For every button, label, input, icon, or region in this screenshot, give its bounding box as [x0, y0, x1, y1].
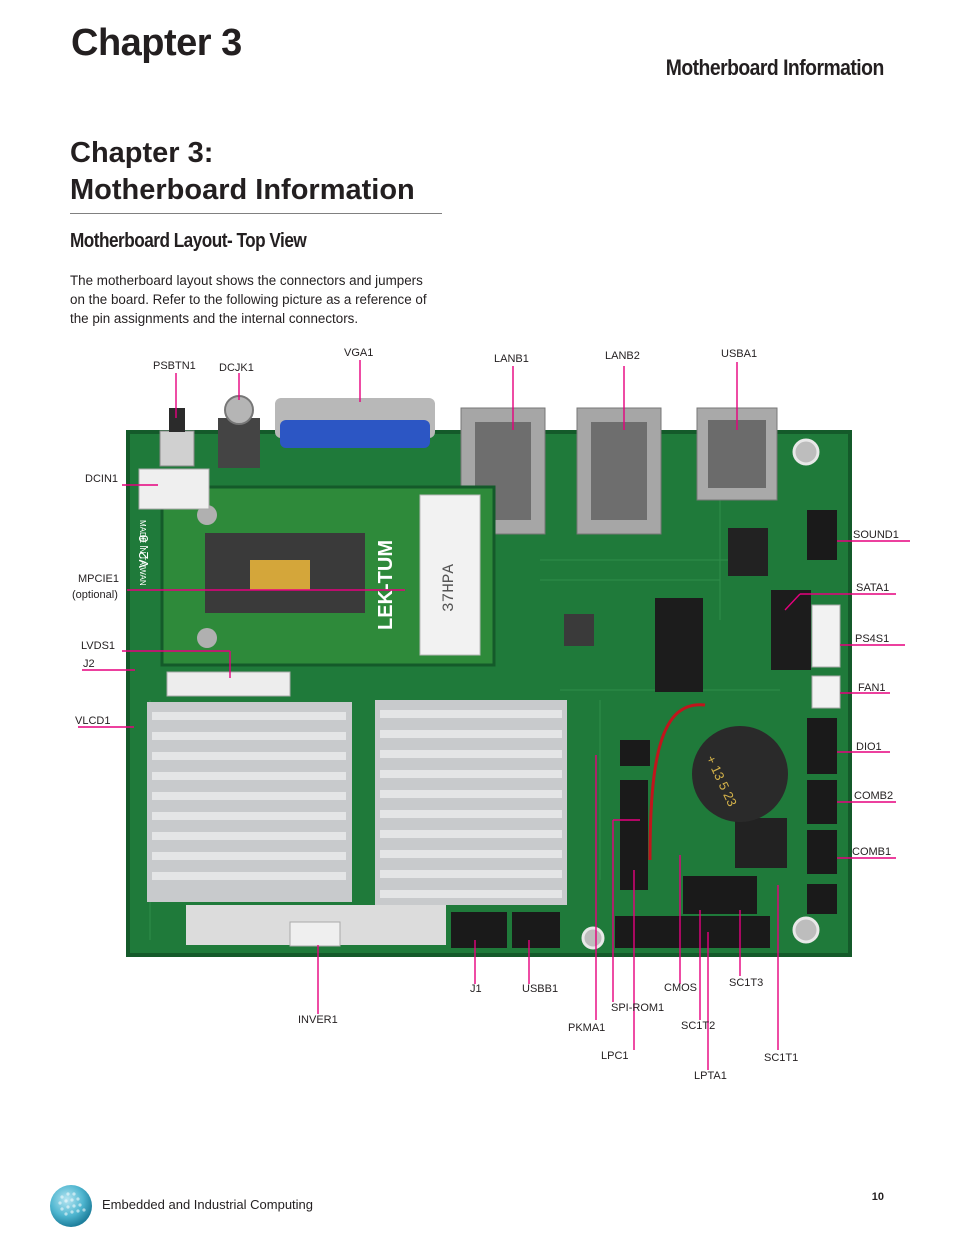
page-title-line2: Motherboard Information [70, 174, 415, 206]
usbb1-header [512, 912, 560, 948]
label-mpcie1-optional: (optional) [72, 589, 118, 601]
module-code: 37HPA [440, 564, 458, 612]
fan-connector [811, 675, 841, 709]
mpcie-slot [419, 494, 481, 656]
comb1-header [807, 830, 837, 874]
inverter-connector [289, 921, 341, 947]
page-title: Chapter 3: Motherboard Information [70, 135, 442, 214]
dc-jack-barrel [224, 395, 254, 425]
section-subtitle: Motherboard Layout- Top View [70, 230, 307, 252]
lan-jack-2-port [591, 422, 647, 520]
chip [655, 598, 703, 692]
label-ps4s1: PS4S1 [855, 633, 889, 645]
power-button-cap [169, 408, 185, 432]
lpt-header [615, 916, 770, 948]
footer-text: Embedded and Industrial Computing [102, 1197, 314, 1212]
lvds-connector [166, 671, 291, 697]
label-dio1: DIO1 [856, 741, 882, 753]
label-fan1: FAN1 [858, 682, 886, 694]
label-vlcd1: VLCD1 [75, 715, 110, 727]
page-number: 10 [871, 1191, 884, 1203]
label-sc1t1: SC1T1 [764, 1052, 798, 1064]
chip [735, 818, 787, 868]
label-lvds1: LVDS1 [81, 640, 115, 652]
label-pkma1: PKMA1 [568, 1022, 605, 1034]
module-brand: LEK-TUM [375, 540, 397, 630]
label-mpcie1: MPCIE1 [78, 573, 119, 585]
heatsink-right-fins [380, 710, 562, 898]
j1-header [451, 912, 507, 948]
label-dcin1: DCIN1 [85, 473, 118, 485]
label-lanb1: LANB1 [494, 353, 529, 365]
dio-header [807, 718, 837, 774]
label-inver1: INVER1 [298, 1014, 338, 1026]
chapter-header: Chapter 3 [71, 22, 242, 64]
label-lpta1: LPTA1 [694, 1070, 727, 1082]
label-sc1t3: SC1T3 [729, 977, 763, 989]
inductor [564, 614, 594, 646]
label-comb2: COMB2 [854, 790, 893, 802]
board-version: V2.0 [137, 534, 153, 568]
section-header: Motherboard Information [665, 55, 885, 80]
dc-jack [218, 418, 260, 468]
intro-paragraph: The motherboard layout shows the connect… [70, 273, 427, 326]
vga-port [280, 420, 430, 448]
label-sc1t2: SC1T2 [681, 1020, 715, 1032]
sc-jumpers [683, 876, 757, 914]
label-comb1: COMB1 [852, 846, 891, 858]
heatsink-left-fins [152, 712, 346, 880]
label-usbb1: USBB1 [522, 983, 558, 995]
callout-lines [78, 360, 910, 1070]
mount-hole [792, 916, 820, 944]
label-j2: J2 [83, 658, 95, 670]
label-sound1: SOUND1 [853, 529, 899, 541]
label-cmos: CMOS [664, 982, 697, 994]
label-psbtn1: PSBTN1 [153, 360, 196, 372]
made-in-text: MADE IN TAIWAN [138, 520, 147, 586]
company-logo-icon [50, 1185, 92, 1227]
module-screw [197, 505, 217, 525]
ps4s-connector [811, 604, 841, 668]
label-j1: J1 [470, 983, 482, 995]
label-lanb2: LANB2 [605, 350, 640, 362]
sata-connector [771, 590, 811, 670]
label-sata1: SATA1 [856, 582, 889, 594]
dcin-connector [138, 468, 210, 510]
sim-slot-contacts [250, 560, 310, 590]
label-usba1: USBA1 [721, 348, 757, 360]
usb-port [708, 420, 766, 488]
comb-extra-header [807, 884, 837, 914]
label-lpc1: LPC1 [601, 1050, 629, 1062]
module-screw [197, 628, 217, 648]
page-title-line1: Chapter 3: [70, 137, 214, 169]
mount-hole [581, 926, 605, 950]
label-vga1: VGA1 [344, 347, 373, 359]
mount-hole [792, 438, 820, 466]
cmos-battery [692, 726, 788, 822]
battery-wire [648, 703, 706, 861]
power-button [159, 430, 195, 467]
comb2-header [807, 780, 837, 824]
label-dcjk1: DCJK1 [219, 362, 254, 374]
label-spirom1: SPI-ROM1 [611, 1002, 664, 1014]
pkma-header [620, 740, 650, 766]
sound-header [807, 510, 837, 560]
chip [728, 528, 768, 576]
